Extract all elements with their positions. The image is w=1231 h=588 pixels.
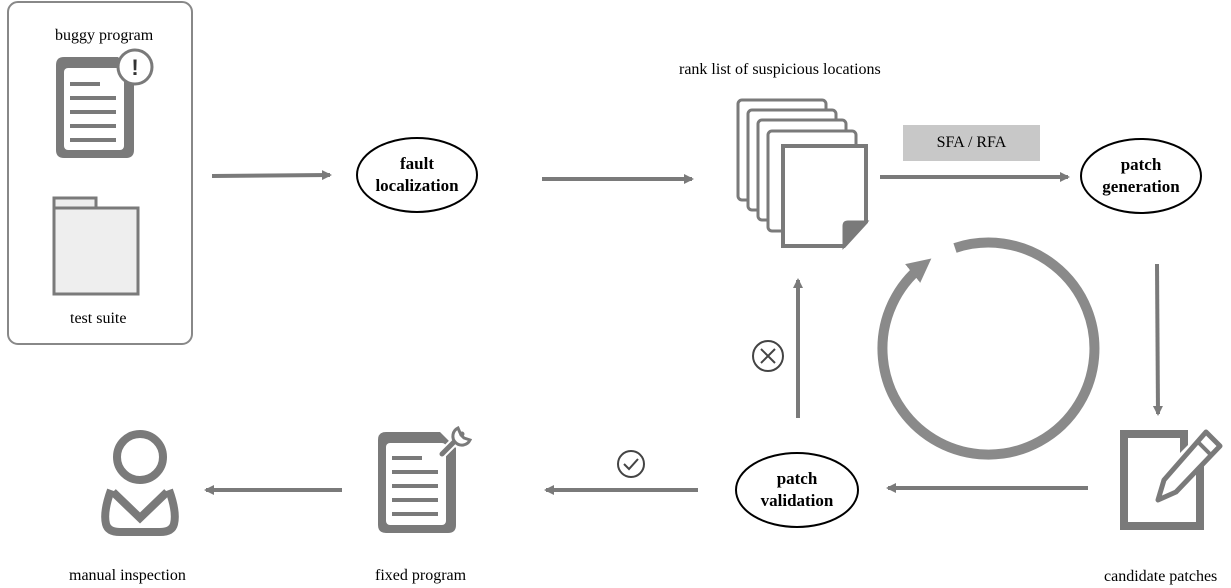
rank-list-label: rank list of suspicious locations <box>679 61 881 78</box>
strategy-badge: SFA / RFA <box>903 125 1040 161</box>
fixed-program-label: fixed program <box>375 567 467 584</box>
patch-generation-line-1: patch <box>1120 155 1162 174</box>
fault-localization-label: fault localization <box>362 153 472 197</box>
node-patch-validation <box>735 452 859 528</box>
svg-text:!: ! <box>131 55 138 80</box>
test-suite-label: test suite <box>70 310 127 327</box>
document-wrench-icon <box>378 425 473 533</box>
input-box <box>7 1 193 345</box>
node-patch-generation <box>1080 138 1202 214</box>
patch-generation-line-2: generation <box>1102 177 1180 196</box>
stacked-pages-icon <box>736 98 870 250</box>
patch-validation-label: patch validation <box>742 468 852 512</box>
document-exclamation-icon: ! <box>56 48 154 158</box>
circular-arrow-icon <box>877 237 1100 460</box>
arrow-input-to-localization <box>211 170 332 181</box>
edit-pencil-icon <box>1120 429 1223 530</box>
check-circle-icon <box>617 450 645 478</box>
arrow-generation-to-candidates <box>1152 263 1163 416</box>
manual-inspection-label: manual inspection <box>69 567 186 584</box>
fault-localization-line-1: fault <box>400 154 434 173</box>
person-icon <box>101 430 179 536</box>
patch-generation-label: patch generation <box>1086 154 1196 198</box>
fault-localization-line-2: localization <box>375 176 459 195</box>
node-fault-localization <box>356 137 478 213</box>
cross-circle-icon <box>752 340 784 372</box>
buggy-program-label: buggy program <box>55 27 154 44</box>
patch-validation-line-1: patch <box>776 469 818 488</box>
folder-icon <box>52 196 140 296</box>
patch-validation-line-2: validation <box>760 491 834 510</box>
candidate-patches-label: candidate patches <box>1104 568 1218 585</box>
